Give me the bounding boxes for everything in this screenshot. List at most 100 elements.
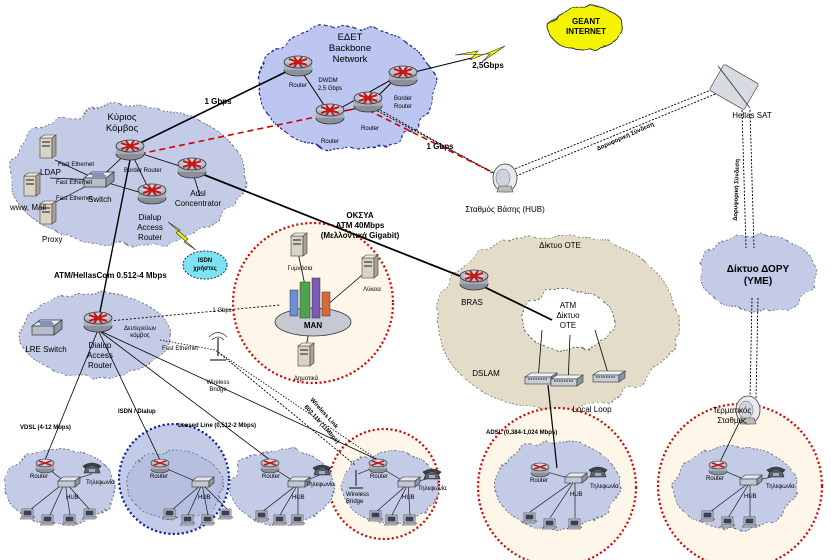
- fast-eth-3: Fast Ethernet: [56, 196, 92, 202]
- vdsl-router-label: Router: [30, 474, 48, 480]
- leased-router-label: Router: [150, 474, 168, 480]
- gymnasia-label: Γυμνάσια: [287, 265, 313, 272]
- edet-title: ΕΔΕΤ: [338, 32, 363, 43]
- isdn-users-label: ISDN: [198, 258, 212, 264]
- border-router-label: Border: [394, 96, 412, 102]
- okswa-label: ΟΚΣΥΑ: [346, 211, 373, 220]
- wireless-phone-label: Τηλεφωνία: [418, 486, 447, 492]
- adsl-cloud: [494, 440, 620, 530]
- adsl-router-label: Router: [530, 478, 548, 484]
- isdn-users-badge: [182, 250, 228, 280]
- speed-1g-label: 1 Gbps: [204, 97, 232, 106]
- ote-net-label: Δίκτυο ΟΤΕ: [539, 241, 581, 250]
- terminal-phone-label: Τηλεφωνία: [766, 484, 795, 490]
- dory-label: Δίκτυο ΔΟΡΥ: [727, 264, 790, 275]
- bras-label: BRAS: [461, 298, 483, 307]
- terminal-cloud: [672, 445, 798, 531]
- router-label: Router: [289, 83, 307, 89]
- adsl-hub-label: HUB: [570, 492, 583, 498]
- speed-25-label: 2,5Gbps: [472, 61, 504, 70]
- leased2-router-label: Router: [262, 474, 280, 480]
- isdn-dialup-label: ISDN / Dialup: [118, 409, 156, 415]
- man-devices: [274, 232, 379, 367]
- switch-label: Switch: [88, 195, 112, 204]
- speed-1g-label-b: 1 Gbps: [426, 142, 454, 151]
- hub-station-label: Σταθμός Βάσης (HUB): [465, 205, 545, 214]
- dialup-router-label-b2: Access: [87, 351, 113, 360]
- main-node-title-2: Κόμβος: [106, 123, 139, 134]
- geant-cloud: [547, 5, 625, 51]
- adsl-phone-label: Τηλεφωνία: [590, 484, 619, 490]
- wireless-devices: [349, 458, 442, 526]
- dialup-router-label-2: Access: [137, 223, 163, 232]
- dory-cloud: [699, 234, 817, 312]
- geant-label-2: INTERNET: [566, 27, 606, 36]
- www-mail-label: www, Mail: [9, 203, 46, 212]
- sat-link-label: Δορυφορική Σύνδεση: [596, 122, 655, 153]
- lykeia-label: Λύκεια: [363, 287, 381, 293]
- sat-link-label-v: Δορυφορική Σύνδεση: [733, 159, 741, 221]
- vdsl-label: VDSL (4-12 Mbps): [20, 425, 71, 431]
- wireless-bridge-small-2: Bridge: [346, 499, 364, 505]
- dwdm-label: DWDM: [318, 78, 337, 84]
- adsl-conc-label: Adsl: [190, 189, 206, 198]
- wireless-bridge-label: Wireless: [206, 380, 229, 386]
- hub-station-dish-icon: [492, 163, 518, 193]
- ldap-label: LDAP: [40, 168, 61, 177]
- terminal-router-label: Router: [706, 476, 724, 482]
- secondary-node-label-2: κόμβος: [130, 332, 150, 339]
- dialup-router-label-b3: Router: [88, 361, 112, 370]
- wireless-bridge-label-2: Bridge: [209, 387, 227, 393]
- leased-cloud: [229, 448, 335, 526]
- router-label: Router: [361, 126, 379, 132]
- edet-title-3: Network: [333, 54, 368, 65]
- vdsl-phone-label: Τηλεφωνία: [86, 480, 115, 486]
- router-label: Router: [321, 139, 339, 145]
- border-router-inline: Border Router: [124, 168, 162, 174]
- leased2-phone-label: Τηλεφωνία: [306, 482, 335, 488]
- atm-ote-label-2: Δίκτυο: [556, 311, 580, 320]
- leased-hub-label: HUB: [198, 495, 211, 501]
- fast-eth-secondary: Fast Ethernet: [162, 346, 198, 352]
- okswa-label-2: ATM 40Mbps: [336, 221, 385, 230]
- terminal-station-label: Τερματικός: [713, 406, 752, 415]
- leased2-hub-label: HUB: [292, 495, 305, 501]
- wireless-cloud: [341, 450, 439, 524]
- edet-title-2: Backbone: [329, 43, 371, 54]
- dialup-router-label-b: Dialup: [89, 341, 112, 350]
- lightning-icon: [454, 45, 506, 63]
- fast-eth-1: Fast Ethernet: [58, 162, 94, 168]
- atm-ote-label: ATM: [560, 301, 577, 310]
- leased-label: Leased Line (0,512-2 Mbps): [178, 423, 256, 429]
- atm-ote-label-3: ΟΤΕ: [560, 321, 576, 330]
- lightning-icon-isdn: [167, 221, 197, 251]
- okswa-label-3: (Μελλοντικά Gigabit): [321, 231, 400, 240]
- dwdm-speed: 2,5 Gbps: [318, 86, 342, 92]
- dialup-router-label-3: Router: [138, 233, 162, 242]
- border-router-label-2: Router: [394, 104, 412, 110]
- dslam-label: DSLAM: [472, 369, 500, 378]
- lre-switch-label: LRE Switch: [25, 345, 66, 354]
- fast-eth-2: Fast Ethernet: [56, 180, 92, 186]
- satellite-icon: [709, 64, 759, 110]
- speed-1g-label-c: 1 Gbps: [212, 308, 231, 314]
- hellas-sat-label: Hellas SAT: [732, 111, 772, 120]
- wireless-bridge-icon: [208, 332, 228, 361]
- secondary-node-label: Δευτερεύων: [124, 326, 156, 332]
- main-node-title: Κύριος: [108, 112, 137, 123]
- atm-hellas-label: ATM/HellasCom 0.512-4 Mbps: [54, 271, 167, 280]
- terminal-station-label-2: Σταθμός: [717, 416, 747, 425]
- dory-label-2: (ΥΜΕ): [744, 276, 772, 287]
- dialup-router-label: Dialup: [139, 213, 162, 222]
- wireless-bridge-small: Wireless: [346, 492, 369, 498]
- adsl-conc-label-2: Concentrator: [175, 199, 222, 208]
- geant-label: GEANT: [572, 17, 600, 26]
- vdsl-hub-label: HUB: [66, 495, 79, 501]
- man-label: MAN: [304, 321, 322, 330]
- isdn-users-label-2: χρήστες: [193, 266, 217, 272]
- terminal-hub-label: HUB: [744, 494, 757, 500]
- dimotika-label: Δημοτικά: [294, 375, 319, 382]
- local-loop-label: Local Loop: [572, 405, 612, 414]
- proxy-label: Proxy: [42, 235, 62, 244]
